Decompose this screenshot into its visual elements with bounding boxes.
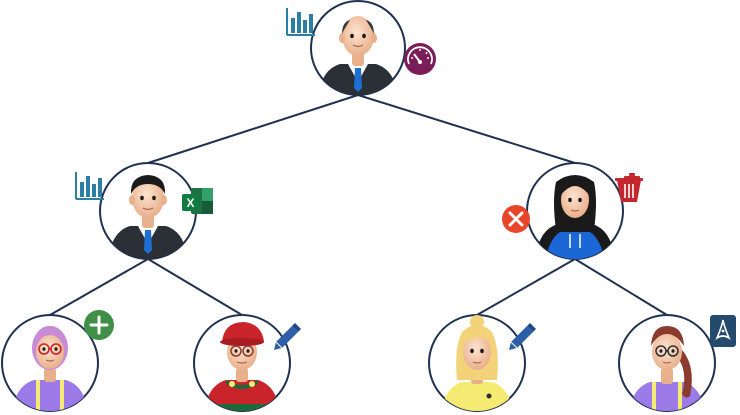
- red-beret-man-avatar: [204, 322, 280, 411]
- businessman-avatar: [108, 175, 188, 259]
- excel-icon[interactable]: X: [182, 188, 213, 214]
- edit-icon[interactable]: [274, 323, 301, 350]
- node-ll[interactable]: [1, 314, 99, 415]
- edge-left-ll: [49, 258, 149, 316]
- node-right[interactable]: [526, 162, 624, 264]
- edge-root-left: [147, 94, 359, 164]
- edges: [49, 94, 668, 316]
- node-root[interactable]: [310, 0, 406, 100]
- edge-left-lr: [147, 258, 243, 316]
- cancel-icon[interactable]: [502, 205, 530, 233]
- purple-hair-woman-avatar: [12, 326, 88, 411]
- node-lr[interactable]: [193, 314, 291, 415]
- edit-icon[interactable]: [509, 323, 536, 350]
- edge-root-right: [357, 94, 576, 164]
- node-left[interactable]: [99, 162, 197, 264]
- bar-chart-icon[interactable]: [75, 172, 104, 200]
- add-icon[interactable]: [84, 310, 114, 340]
- edge-right-rr: [574, 258, 668, 316]
- pdf-icon[interactable]: [710, 315, 736, 347]
- hooded-woman-avatar: [535, 175, 615, 259]
- speedometer-icon[interactable]: [404, 43, 436, 75]
- bar-chart-icon[interactable]: [286, 8, 315, 36]
- trash-icon[interactable]: [615, 173, 643, 202]
- edge-right-rl: [476, 258, 576, 316]
- node-rr[interactable]: [618, 314, 716, 415]
- excel-letter: X: [186, 196, 194, 210]
- node-rl[interactable]: [428, 314, 526, 415]
